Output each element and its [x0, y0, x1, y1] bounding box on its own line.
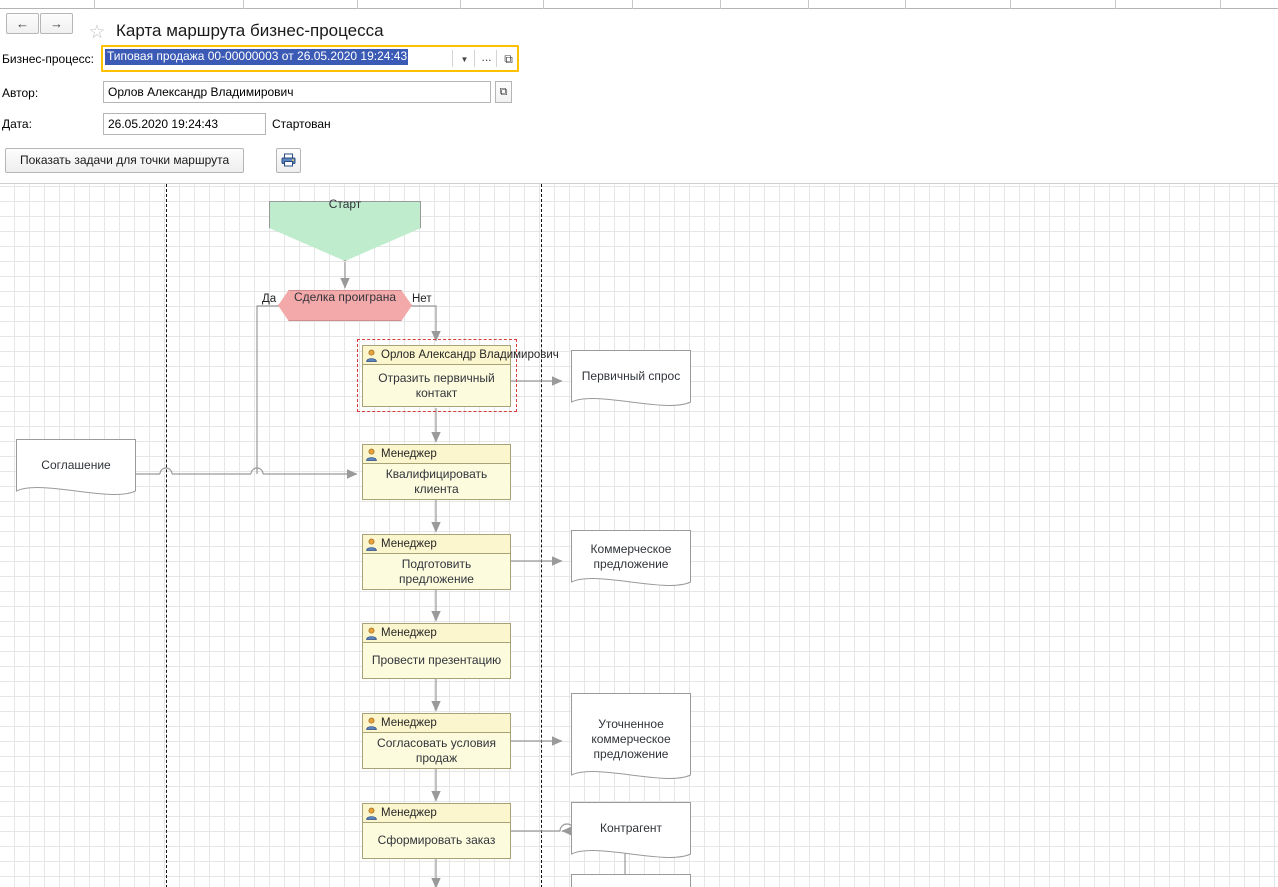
author-open-link-icon[interactable]: ⧉	[495, 81, 512, 103]
condition-node-label: Сделка проиграна	[293, 290, 397, 304]
forward-button[interactable]: →	[40, 13, 73, 34]
task-card-4-title: Провести презентацию	[371, 653, 502, 667]
tab-divider	[243, 0, 244, 9]
status-badge: Стартован	[272, 117, 331, 131]
back-button[interactable]: ←	[6, 13, 39, 34]
task-card-5-title: Согласовать условия продаж	[377, 735, 496, 765]
business-process-value: Типовая продажа 00-00000003 от 26.05.202…	[105, 49, 409, 65]
person-icon	[366, 717, 377, 730]
tab-divider	[1220, 0, 1221, 9]
author-input[interactable]: Орлов Александр Владимирович	[103, 81, 491, 103]
printer-icon	[281, 153, 296, 167]
task-card-2-header: Менеджер	[363, 445, 510, 464]
tab-divider	[905, 0, 906, 9]
task-card-4[interactable]: Менеджер Провести презентацию	[362, 623, 511, 679]
tab-divider	[543, 0, 544, 9]
task-card-2-title: Квалифицировать клиента	[385, 466, 488, 496]
page-title: Карта маршрута бизнес-процесса	[116, 21, 384, 40]
chevron-down-icon[interactable]: ▼	[460, 55, 469, 64]
field-separator	[474, 50, 475, 67]
task-card-1-role: Орлов Александр Владимирович	[381, 349, 559, 361]
task-card-3-title: Подготовить предложение	[399, 556, 474, 586]
task-card-3-header: Менеджер	[363, 535, 510, 554]
edge-label-yes: Да	[262, 293, 277, 305]
task-card-1-title: Отразить первичный контакт	[378, 370, 495, 400]
task-card-2-role: Менеджер	[381, 448, 437, 460]
document-shape	[571, 530, 691, 586]
edge-label-no: Нет	[412, 293, 432, 305]
document-shape	[571, 693, 691, 779]
tab-divider	[357, 0, 358, 9]
task-card-5-role: Менеджер	[381, 717, 437, 729]
task-card-6-title: Сформировать заказ	[377, 833, 496, 847]
person-icon	[366, 448, 377, 461]
document-label: Первичный спрос	[581, 369, 681, 383]
person-icon	[366, 627, 377, 640]
task-card-4-header: Менеджер	[363, 624, 510, 643]
task-card-5-header: Менеджер	[363, 714, 510, 733]
person-icon	[366, 538, 377, 551]
window-tab-strip	[0, 0, 1278, 9]
document-label: Соглашение	[41, 458, 111, 472]
task-card-6[interactable]: Менеджер Сформировать заказ	[362, 803, 511, 859]
tab-divider	[1010, 0, 1011, 9]
task-card-2[interactable]: Менеджер Квалифицировать клиента	[362, 444, 511, 500]
tab-divider	[720, 0, 721, 9]
document-node-refined-offer[interactable]: Уточненное коммерческое предложение	[571, 693, 691, 785]
document-node-commercial-offer[interactable]: Коммерческое предложение	[571, 530, 691, 592]
business-process-field-wrapper[interactable]: Типовая продажа 00-00000003 от 26.05.202…	[101, 45, 519, 72]
task-card-5[interactable]: Менеджер Согласовать условия продаж	[362, 713, 511, 769]
document-label: Уточненное коммерческое предложение	[591, 717, 671, 761]
field-separator	[496, 50, 497, 67]
navigation-row: ← → ☆ Карта маршрута бизнес-процесса	[0, 10, 1278, 43]
tab-divider	[1115, 0, 1116, 9]
task-card-1-header: Орлов Александр Владимирович	[363, 346, 559, 365]
business-process-label: Бизнес-процесс:	[2, 52, 94, 66]
favorite-star-icon[interactable]: ☆	[88, 22, 106, 43]
condition-node-deal-lost[interactable]	[278, 290, 412, 321]
document-shape	[571, 874, 691, 887]
task-card-1[interactable]: Орлов Александр Владимирович Отразить пе…	[362, 345, 559, 407]
document-node-agreement[interactable]: Соглашение	[16, 439, 136, 501]
document-label: Коммерческое предложение	[590, 542, 672, 571]
document-node-counterparty[interactable]: Контрагент	[571, 802, 691, 864]
task-card-3-role: Менеджер	[381, 538, 437, 550]
tab-divider	[460, 0, 461, 9]
date-input[interactable]: 26.05.2020 19:24:43	[103, 113, 266, 135]
business-process-input[interactable]: Типовая продажа 00-00000003 от 26.05.202…	[105, 49, 451, 68]
page-break-line	[166, 184, 167, 887]
document-node-partial[interactable]	[571, 874, 691, 887]
person-icon	[366, 807, 377, 820]
select-ellipsis-icon[interactable]: ...	[481, 50, 492, 64]
open-link-icon[interactable]: ⧉	[504, 52, 513, 66]
task-card-4-role: Менеджер	[381, 627, 437, 639]
document-shape	[571, 350, 691, 406]
person-icon	[366, 349, 377, 362]
document-label: Контрагент	[599, 821, 663, 835]
task-card-6-header: Менеджер	[363, 804, 510, 823]
start-node-label: Старт	[328, 197, 362, 211]
tab-divider	[94, 0, 95, 9]
author-label: Автор:	[2, 86, 39, 100]
selection-outline	[357, 339, 517, 412]
field-separator	[452, 50, 453, 67]
tab-divider	[632, 0, 633, 9]
print-button[interactable]	[276, 148, 301, 173]
show-tasks-button[interactable]: Показать задачи для точки маршрута	[5, 148, 245, 173]
task-card-3[interactable]: Менеджер Подготовить предложение	[362, 534, 511, 590]
document-node-primary-demand[interactable]: Первичный спрос	[571, 350, 691, 412]
document-shape	[16, 439, 136, 495]
document-shape	[571, 802, 691, 858]
tab-divider	[808, 0, 809, 9]
date-label: Дата:	[2, 117, 32, 131]
route-map-canvas[interactable]: Старт Сделка проиграна Да Нет Орлов Алек…	[0, 183, 1278, 887]
page-break-line	[541, 184, 542, 887]
task-card-6-role: Менеджер	[381, 807, 437, 819]
